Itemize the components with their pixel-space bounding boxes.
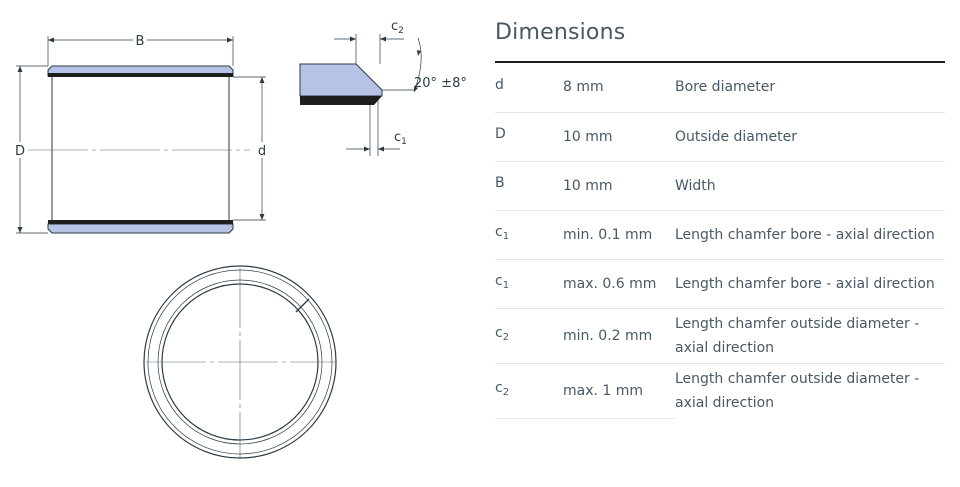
description-cell: Length chamfer bore - axial direction (675, 210, 945, 260)
symbol-cell: c1 (495, 259, 563, 309)
dimensions-table: d 8 mm Bore diameter D 10 mm Outside dia… (495, 63, 945, 419)
value-cell: 10 mm (563, 112, 675, 162)
symbol-cell: c2 (495, 308, 563, 364)
value-cell: 8 mm (563, 63, 675, 113)
table-row: c1 min. 0.1 mm Length chamfer bore - axi… (495, 210, 945, 260)
symbol-cell: d (495, 63, 563, 113)
side-view (16, 36, 266, 234)
label-c2: c2 (391, 19, 404, 36)
table-row: c2 min. 0.2 mm Length chamfer outside di… (495, 308, 945, 364)
bushing-technical-drawing: B D d c2 20° ±8° c1 (15, 19, 467, 459)
value-cell: 10 mm (563, 161, 675, 211)
label-angle: 20° ±8° (414, 76, 467, 91)
bottom-wall-section (47, 223, 234, 234)
value-cell: min. 0.2 mm (563, 308, 675, 364)
title-divider (495, 61, 945, 63)
value-cell: max. 1 mm (563, 363, 675, 419)
description-cell: Outside diameter (675, 112, 945, 162)
label-B: B (136, 34, 145, 49)
description-cell: Width (675, 161, 945, 211)
description-cell: Length chamfer outside diameter - axial … (675, 370, 920, 411)
chamfer-section (299, 63, 383, 97)
symbol-cell: D (495, 112, 563, 162)
table-row: d 8 mm Bore diameter (495, 63, 945, 113)
value-cell: max. 0.6 mm (563, 259, 675, 309)
label-d: d (258, 144, 266, 159)
symbol-cell: c1 (495, 210, 563, 260)
chamfer-band (300, 96, 382, 105)
description-cell: Length chamfer bore - axial direction (675, 259, 945, 309)
front-view (143, 265, 337, 459)
symbol-cell: B (495, 161, 563, 211)
table-row: D 10 mm Outside diameter (495, 112, 945, 162)
top-wall-band (48, 73, 233, 77)
split-line (295, 298, 310, 313)
description-cell: Length chamfer outside diameter - axial … (675, 308, 945, 364)
description-cell: Bore diameter (675, 63, 945, 113)
chamfer-detail (299, 34, 422, 156)
table-row: c1 max. 0.6 mm Length chamfer bore - axi… (495, 259, 945, 309)
label-c1: c1 (394, 130, 407, 147)
label-D: D (15, 144, 25, 159)
table-row: c2 max. 1 mm Length chamfer outside diam… (495, 363, 945, 419)
table-row: B 10 mm Width (495, 161, 945, 211)
value-cell: min. 0.1 mm (563, 210, 675, 260)
symbol-cell: c2 (495, 363, 563, 419)
dimensions-title: Dimensions (495, 20, 626, 45)
bottom-wall-band (48, 220, 233, 224)
